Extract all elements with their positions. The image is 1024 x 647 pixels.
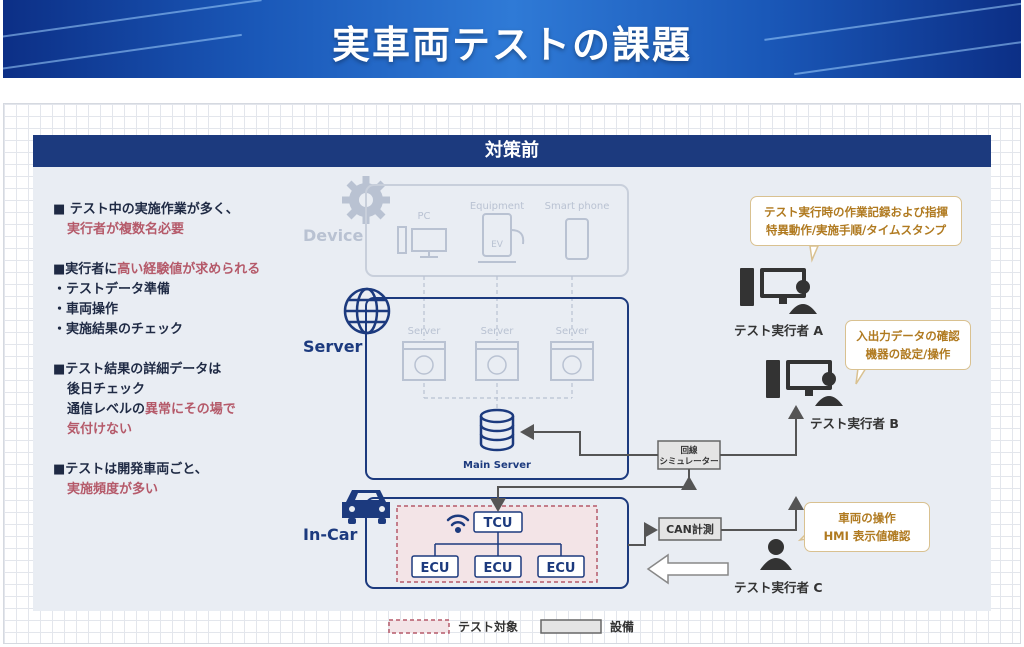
smartphone-label: Smart phone	[545, 201, 610, 212]
note-block-3: ■テスト結果の詳細データは 後日チェック 通信レベルの異常にその場で 気付けない	[53, 360, 303, 440]
database-icon	[479, 408, 515, 452]
note-text: ■実行者に	[53, 262, 118, 277]
note-text: 通信レベルの	[67, 402, 146, 417]
smartphone-icon	[565, 218, 589, 260]
callout-a-tail	[809, 245, 820, 263]
sim-to-tcu-arrow	[490, 469, 690, 512]
can-to-tester-arrow	[721, 496, 804, 531]
legend-test-target-label: テスト対象	[458, 620, 519, 634]
simulator-label: シミュレーター	[659, 456, 718, 467]
note-text: 後日チェック	[67, 382, 146, 397]
callout-tester-b: 入出力データの確認 機器の設定/操作	[845, 320, 971, 370]
note-block-4: ■テストは開発車両ごと、 実施頻度が多い	[53, 460, 303, 500]
server-box-label: Server	[556, 326, 590, 337]
legend-equipment-label: 設備	[610, 620, 635, 634]
sim-to-server-arrow	[520, 424, 658, 456]
callout-text: HMI 表示値確認	[823, 529, 911, 543]
tester-b-label: テスト実行者 B	[810, 416, 899, 431]
tcu-label: TCU	[484, 516, 513, 531]
operation-hollow-arrow	[646, 553, 729, 585]
main-server-label: Main Server	[463, 460, 531, 471]
note-highlight: 気付けない	[67, 422, 133, 437]
ecu-box-3: ECU	[537, 555, 585, 578]
server-label: Server	[303, 337, 363, 356]
can-label: CAN計測	[666, 522, 714, 536]
tester-c-label: テスト実行者 C	[734, 580, 823, 595]
simulator-label: 回線	[680, 445, 698, 456]
note-text: ■テストは開発車両ごと、	[53, 462, 208, 477]
callout-text: テスト実行時の作業記録および指揮	[764, 205, 948, 219]
callout-tester-c: 車両の操作 HMI 表示値確認	[804, 502, 930, 552]
header-banner: 実車両テストの課題	[3, 0, 1021, 78]
car-to-can-arrow	[628, 522, 658, 546]
legend-equipment-swatch	[540, 619, 602, 634]
ev-charger-icon	[478, 213, 525, 263]
server-box-label: Server	[481, 326, 515, 337]
note-list-item: ・実施結果のチェック	[53, 322, 184, 337]
ecu-label: ECU	[421, 561, 450, 576]
callout-text: 機器の設定/操作	[865, 347, 951, 361]
callout-text: 入出力データの確認	[856, 329, 960, 343]
note-highlight: 異常にその場で	[145, 402, 236, 417]
pc-icon	[397, 226, 447, 258]
server-box-2: Server	[475, 326, 519, 381]
note-block-1: ■ テスト中の実施作業が多く、 実行者が複数名必要	[53, 200, 303, 240]
server-box-1: Server	[402, 326, 446, 381]
tester-a-label: テスト実行者 A	[734, 323, 824, 338]
server-group	[365, 297, 629, 480]
ecu-label: ECU	[547, 561, 576, 576]
line-simulator-box: 回線 シミュレーター	[657, 440, 721, 470]
callout-text: 車両の操作	[838, 511, 896, 525]
tester-c-person-icon	[760, 539, 792, 570]
note-highlight: 高い経験値が求められる	[117, 262, 261, 277]
panel-title: 対策前	[33, 135, 991, 167]
wifi-icon	[446, 514, 470, 534]
note-highlight: 実施頻度が多い	[67, 482, 159, 497]
callout-tester-a: テスト実行時の作業記録および指揮 特異動作/実施手順/タイムスタンプ	[750, 196, 962, 246]
note-list-item: ・車両操作	[53, 302, 119, 317]
ecu-box-2: ECU	[474, 555, 522, 578]
pc-label: PC	[417, 211, 430, 222]
note-block-2: ■実行者に高い経験値が求められる ・テストデータ準備 ・車両操作 ・実施結果のチ…	[53, 260, 303, 340]
callout-text: 特異動作/実施手順/タイムスタンプ	[765, 223, 947, 237]
server-box-label: Server	[408, 326, 442, 337]
ecu-label: ECU	[484, 561, 513, 576]
note-list-item: ・テストデータ準備	[53, 282, 171, 297]
note-highlight: 実行者が複数名必要	[67, 222, 185, 237]
equipment-label: Equipment	[470, 201, 524, 212]
ev-label: EV	[491, 240, 504, 250]
can-measure-box: CAN計測	[658, 517, 722, 541]
server-box-3: Server	[550, 326, 594, 381]
tester-a-workstation-icon	[740, 268, 817, 314]
incar-label: In-Car	[303, 525, 358, 544]
ecu-box-1: ECU	[411, 555, 459, 578]
page-title: 実車両テストの課題	[331, 23, 692, 67]
tester-b-workstation-icon	[766, 360, 843, 406]
note-text: ■ テスト中の実施作業が多く、	[53, 202, 239, 217]
legend-test-target-swatch	[388, 619, 450, 634]
issue-notes: ■ テスト中の実施作業が多く、 実行者が複数名必要 ■実行者に高い経験値が求めら…	[53, 200, 303, 520]
callout-b-tail	[855, 367, 868, 385]
note-text: ■テスト結果の詳細データは	[53, 362, 222, 377]
sim-to-tester-b-arrow	[720, 405, 804, 456]
device-label: Device	[303, 226, 364, 245]
